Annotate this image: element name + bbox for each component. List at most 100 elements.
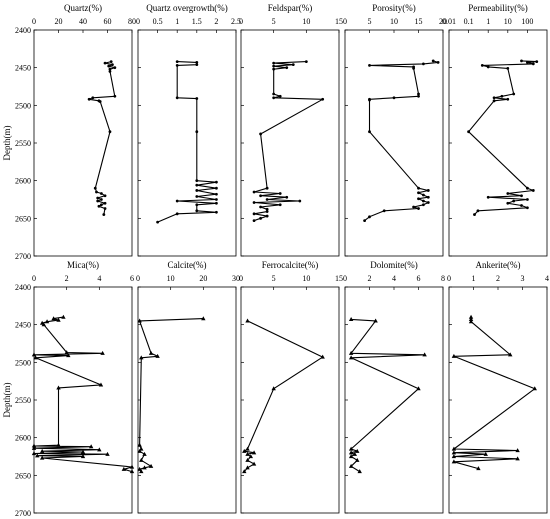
data-point [103, 194, 107, 198]
data-point [99, 198, 103, 201]
data-point [451, 446, 457, 451]
x-tick-label: 0.1 [464, 17, 474, 26]
data-point [201, 316, 206, 321]
x-tick-label: 1.5 [192, 17, 202, 26]
y-tick-label: 2400 [15, 26, 31, 35]
panel-frame [344, 286, 444, 514]
data-point [417, 186, 420, 190]
x-tick-label: 0 [239, 17, 243, 26]
y-tick-label: 2650 [15, 214, 31, 223]
data-point [422, 352, 427, 357]
data-point [195, 130, 199, 134]
data-point [355, 457, 360, 462]
data-point [113, 94, 117, 98]
data-point [93, 186, 97, 190]
data-point [520, 194, 523, 198]
data-point [195, 189, 199, 192]
data-point [526, 60, 529, 64]
data-point [103, 61, 107, 65]
data-point [245, 451, 250, 456]
data-point [44, 319, 50, 324]
data-point [373, 318, 378, 323]
data-point [451, 454, 457, 459]
data-point [265, 198, 269, 201]
data-point [175, 60, 179, 64]
data-point [417, 207, 420, 210]
x-tick-label: 5 [368, 17, 372, 26]
x-tick-label: 2 [496, 274, 500, 283]
y-tick-label: 2650 [15, 471, 31, 480]
data-point [298, 199, 302, 203]
data-point [33, 355, 38, 360]
data-point [195, 60, 199, 64]
data-point [422, 193, 425, 197]
data-point [506, 97, 510, 101]
data-point [97, 447, 102, 452]
data-point [431, 59, 435, 63]
data-point [417, 92, 420, 96]
data-point [348, 355, 354, 360]
data-point [265, 186, 269, 190]
x-tick-label: 10 [302, 274, 310, 283]
data-point [139, 446, 144, 451]
panel-title: Dolomite(%) [370, 260, 418, 270]
y-tick-label: 2550 [15, 139, 31, 148]
data-point [245, 457, 250, 462]
data-point [39, 448, 45, 453]
data-point [417, 94, 420, 98]
data-point [137, 318, 142, 323]
data-point [480, 64, 484, 67]
data-point [531, 189, 535, 192]
data-point [412, 205, 415, 209]
data-point [139, 457, 144, 462]
data-point [392, 96, 396, 100]
data-point [535, 60, 539, 64]
data-point [31, 352, 37, 357]
data-point [107, 64, 111, 68]
data-point [148, 463, 154, 468]
data-point [64, 350, 69, 355]
y-tick-label: 2450 [15, 64, 31, 73]
data-point [265, 214, 269, 218]
data-point [102, 213, 106, 216]
data-point [272, 96, 276, 100]
data-point [506, 67, 510, 70]
y-axis-label: Depth(m) [2, 126, 12, 161]
data-point [473, 213, 476, 216]
data-point [426, 201, 430, 204]
x-tick-label: 10 [390, 17, 398, 26]
data-point [272, 67, 276, 71]
data-point [355, 448, 360, 453]
data-point [272, 64, 276, 68]
x-tick-label: 0 [343, 274, 347, 283]
x-tick-label: 20 [199, 274, 207, 283]
data-point [56, 317, 61, 322]
y-tick-label: 2550 [15, 396, 31, 405]
y-tick-label: 2500 [15, 101, 31, 110]
x-tick-label: 0.01 [442, 17, 456, 26]
panel-title: Porosity(%) [372, 3, 416, 13]
data-point [483, 451, 488, 456]
data-point [506, 192, 510, 195]
data-point [98, 382, 104, 387]
data-point [426, 189, 430, 192]
data-point [195, 195, 199, 198]
data-point [506, 201, 510, 205]
y-axis-label: Depth(m) [2, 383, 12, 418]
data-point [87, 97, 91, 101]
data-point [175, 199, 179, 203]
data-point [291, 63, 295, 67]
x-tick-label: 4 [97, 274, 101, 283]
panel-title: Feldspar(%) [268, 3, 313, 13]
data-point [422, 62, 425, 66]
panel-title: Quartz(%) [64, 3, 102, 13]
data-point [215, 201, 218, 205]
data-point [41, 322, 46, 327]
data-point [508, 352, 513, 357]
data-point [348, 316, 354, 321]
data-point [215, 198, 218, 201]
panel-frame [33, 29, 133, 257]
data-point [195, 179, 199, 183]
data-point [242, 448, 247, 453]
